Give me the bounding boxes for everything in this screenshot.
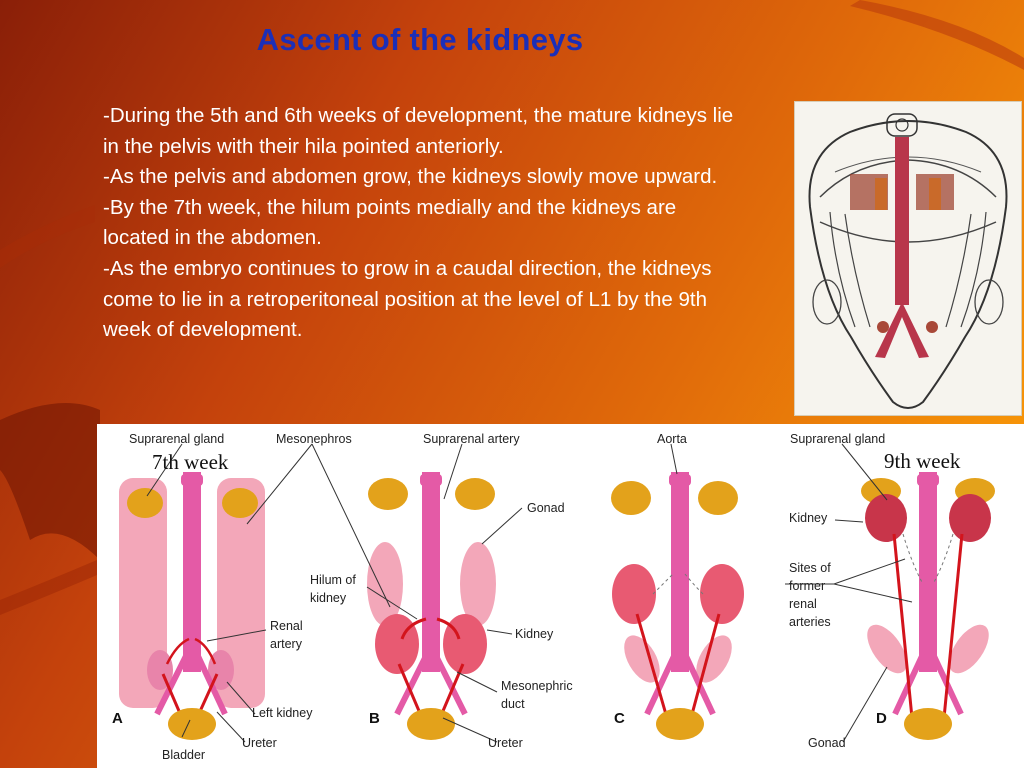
panel-label-c: C xyxy=(614,710,625,727)
panel-a-drawing xyxy=(119,472,265,740)
panel-b-drawing xyxy=(367,472,496,740)
decor-swoosh-top-right xyxy=(850,0,1024,70)
label-left-kidney: Left kidney xyxy=(252,706,313,720)
label-gonad-d: Gonad xyxy=(808,736,846,750)
paragraph-kidneys-move-upward: -As the pelvis and abdomen grow, the kid… xyxy=(103,165,718,189)
panel-d-drawing xyxy=(861,472,995,740)
pelvis-drawing xyxy=(808,113,1008,409)
paragraph-weeks-5-6: -During the 5th and 6th weeks of develop… xyxy=(103,104,734,158)
paragraph-week-9-l1: -As the embryo continues to grow in a ca… xyxy=(103,256,712,342)
label-gonad-b: Gonad xyxy=(527,501,565,515)
decor-swoosh-left xyxy=(0,205,95,268)
label-ureter-b: Ureter xyxy=(488,736,523,750)
slide-title: Ascent of the kidneys xyxy=(256,22,584,57)
label-ureter-a: Ureter xyxy=(242,736,277,750)
leader-lines xyxy=(146,443,913,743)
label-renal-artery: Renal artery xyxy=(270,619,306,651)
decor-streak-left xyxy=(0,560,97,615)
panel-label-a: A xyxy=(112,710,123,727)
label-bladder: Bladder xyxy=(162,748,205,762)
label-suprarenal-gland-d: Suprarenal gland xyxy=(790,432,885,446)
label-mesonephros: Mesonephros xyxy=(276,432,352,446)
body-text: -During the 5th and 6th weeks of develop… xyxy=(103,101,743,346)
label-hilum-of-kidney: Hilum of kidney xyxy=(310,573,359,605)
pelvis-illustration xyxy=(794,101,1022,416)
label-suprarenal-gland-a: Suprarenal gland xyxy=(129,432,224,446)
panel-c-drawing xyxy=(611,472,744,740)
panel-label-d: D xyxy=(876,710,887,727)
decor-flame-left xyxy=(0,402,100,560)
week-label-9th: 9th week xyxy=(884,449,961,473)
label-aorta: Aorta xyxy=(657,432,687,446)
label-suprarenal-artery: Suprarenal artery xyxy=(423,432,520,446)
panel-label-b: B xyxy=(369,710,380,727)
week-label-7th: 7th week xyxy=(152,450,229,474)
label-sites-of-former-renal-arteries: Sites of former renal arteries xyxy=(789,561,834,629)
label-mesonephric-duct: Mesonephric duct xyxy=(501,679,576,711)
kidney-ascent-stages-figure: Suprarenal gland Mesonephros Suprarenal … xyxy=(97,424,1024,768)
stages-drawing: Suprarenal gland Mesonephros Suprarenal … xyxy=(112,432,995,762)
label-kidney-b: Kidney xyxy=(515,627,554,641)
label-kidney-d: Kidney xyxy=(789,511,828,525)
paragraph-week-7: -By the 7th week, the hilum points media… xyxy=(103,195,677,250)
